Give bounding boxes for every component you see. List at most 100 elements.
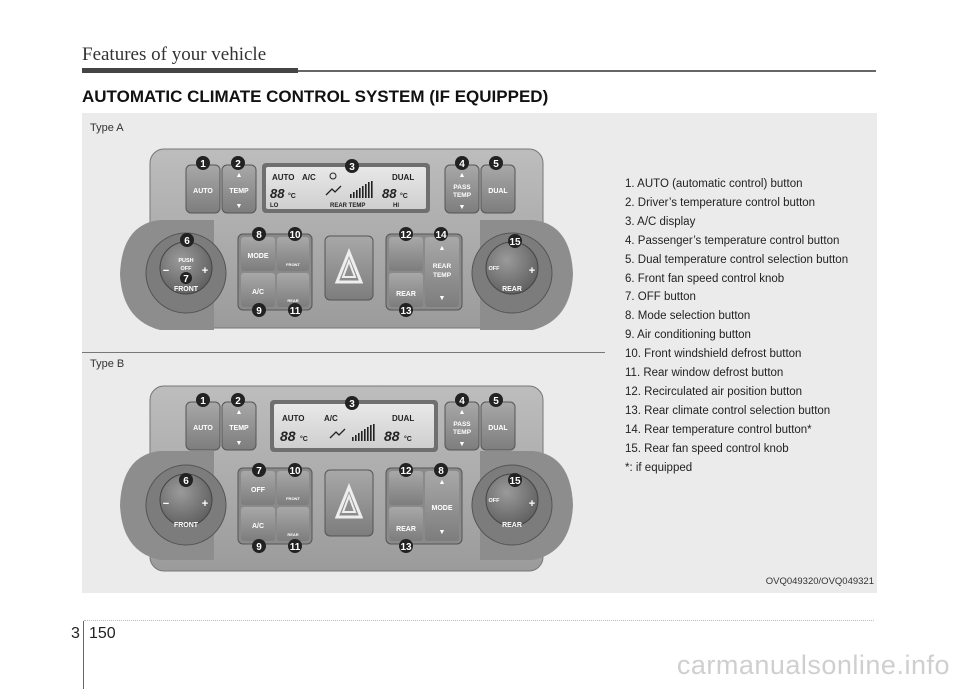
lcd-display: AUTO A/C DUAL 88 °C 88 °C: [270, 400, 438, 452]
svg-text:6: 6: [183, 476, 189, 487]
legend-item: 15. Rear fan speed control knob: [625, 442, 789, 455]
rear-fan-knob[interactable]: OFF + REAR: [471, 232, 553, 314]
svg-text:10: 10: [289, 466, 301, 477]
svg-text:REAR: REAR: [287, 532, 298, 537]
svg-text:3: 3: [349, 399, 355, 410]
svg-text:▼: ▼: [459, 441, 466, 448]
svg-text:FRONT: FRONT: [286, 496, 300, 501]
svg-text:AUTO: AUTO: [193, 188, 213, 195]
svg-text:DUAL: DUAL: [488, 188, 508, 195]
rear-defrost-button[interactable]: [277, 273, 309, 307]
svg-text:5: 5: [493, 396, 499, 407]
svg-text:3: 3: [349, 162, 355, 173]
svg-text:+: +: [202, 265, 208, 277]
svg-text:REAR: REAR: [433, 263, 452, 270]
driver-temp-button[interactable]: ▲ TEMP ▼: [221, 401, 257, 451]
svg-text:88: 88: [382, 186, 397, 201]
pass-temp-button[interactable]: ▲ PASS TEMP ▼: [444, 164, 480, 214]
svg-text:14: 14: [435, 230, 447, 241]
lcd-display: AUTO A/C DUAL 88 °C 88 °C LO REAR TEMP H…: [262, 163, 430, 213]
auto-button[interactable]: AUTO: [185, 164, 221, 214]
svg-text:4: 4: [459, 159, 465, 170]
svg-text:°C: °C: [300, 435, 308, 443]
svg-text:▲: ▲: [439, 245, 446, 252]
svg-text:TEMP: TEMP: [453, 429, 472, 436]
auto-button[interactable]: AUTO: [185, 401, 221, 451]
mode-button[interactable]: [241, 237, 275, 271]
dual-button[interactable]: DUAL: [480, 164, 516, 214]
svg-text:▲: ▲: [236, 172, 243, 179]
svg-text:°C: °C: [288, 192, 296, 200]
legend-item: 2. Driver’s temperature control button: [625, 196, 816, 209]
type-a-label: Type A: [90, 122, 124, 134]
legend-item: 5. Dual temperature control selection bu…: [625, 253, 849, 266]
front-fan-knob[interactable]: − + FRONT: [145, 464, 227, 546]
svg-text:▼: ▼: [439, 529, 446, 536]
rear-defrost-button[interactable]: [277, 507, 309, 541]
svg-text:TEMP: TEMP: [229, 425, 249, 432]
svg-text:PUSH: PUSH: [178, 258, 193, 264]
svg-text:AUTO: AUTO: [193, 425, 213, 432]
legend-item: 12. Recirculated air position button: [625, 385, 803, 398]
legend-item: 8. Mode selection button: [625, 310, 751, 323]
svg-text:PASS: PASS: [453, 184, 471, 191]
front-defrost-button[interactable]: [277, 471, 309, 505]
svg-text:13: 13: [400, 306, 412, 317]
ac-button[interactable]: [241, 507, 275, 541]
type-a-panel: AUTO ▲ TEMP ▼ AUTO A/C DUAL 88 °C 88 °C …: [120, 148, 573, 330]
svg-text:TEMP: TEMP: [433, 272, 452, 279]
svg-text:DUAL: DUAL: [488, 425, 508, 432]
svg-text:11: 11: [290, 306, 301, 317]
svg-text:10: 10: [289, 230, 301, 241]
svg-text:11: 11: [290, 542, 301, 553]
callout-badges-a: 1 2 3 4 5 6 7 8 10 12 14 15 9 11 13: [180, 156, 522, 317]
rear-climate-button[interactable]: [389, 273, 423, 307]
mode-ac-block: MODE A/C FRONT REAR: [237, 233, 313, 311]
rear-temp-button[interactable]: [425, 237, 459, 307]
pass-temp-button[interactable]: ▲ PASS TEMP ▼: [444, 401, 480, 451]
footer-divider: [83, 621, 84, 689]
dual-button[interactable]: DUAL: [480, 401, 516, 451]
svg-text:OFF: OFF: [251, 487, 266, 494]
recirculation-button[interactable]: [389, 471, 423, 505]
footer-section-number: 3: [71, 625, 80, 642]
svg-text:DUAL: DUAL: [392, 414, 414, 423]
svg-text:TEMP: TEMP: [229, 188, 249, 195]
svg-text:12: 12: [400, 466, 412, 477]
svg-text:88: 88: [384, 428, 400, 444]
hazard-button[interactable]: [324, 235, 374, 301]
svg-text:HI: HI: [393, 203, 399, 209]
svg-text:REAR: REAR: [396, 291, 416, 298]
legend-item: 14. Rear temperature control button*: [625, 423, 812, 436]
rear-climate-button[interactable]: [389, 507, 423, 541]
recirculation-button[interactable]: [389, 237, 423, 271]
svg-text:AUTO: AUTO: [272, 173, 295, 182]
driver-temp-button[interactable]: ▲ TEMP ▼: [221, 164, 257, 214]
hazard-button[interactable]: [324, 469, 374, 537]
front-defrost-button[interactable]: [277, 237, 309, 271]
svg-text:AUTO: AUTO: [282, 414, 305, 423]
svg-text:▼: ▼: [459, 204, 466, 211]
svg-text:MODE: MODE: [432, 505, 453, 512]
svg-text:8: 8: [438, 466, 444, 477]
svg-text:15: 15: [509, 476, 521, 487]
svg-text:OFF: OFF: [489, 498, 501, 504]
rear-block: REAR ▲ REAR TEMP ▼: [385, 233, 463, 311]
ac-button[interactable]: [241, 273, 275, 307]
legend-item: 9. Air conditioning button: [625, 329, 751, 342]
figure-divider: [82, 352, 605, 353]
svg-text:A/C: A/C: [324, 414, 338, 423]
svg-text:PASS: PASS: [453, 421, 471, 428]
svg-text:°C: °C: [404, 435, 412, 443]
rear-fan-knob[interactable]: OFF + REAR: [471, 464, 553, 546]
callout-badges-b: 1 2 3 4 5 6 7 10 12 8 15 9 11 13: [179, 393, 522, 553]
svg-text:OFF: OFF: [181, 266, 193, 272]
svg-text:7: 7: [256, 466, 262, 477]
off-button[interactable]: [241, 471, 275, 505]
svg-text:A/C: A/C: [252, 523, 264, 530]
svg-text:7: 7: [183, 274, 189, 285]
mode-button[interactable]: [425, 471, 459, 541]
svg-text:+: +: [202, 498, 208, 510]
footer-rule: [84, 620, 874, 621]
